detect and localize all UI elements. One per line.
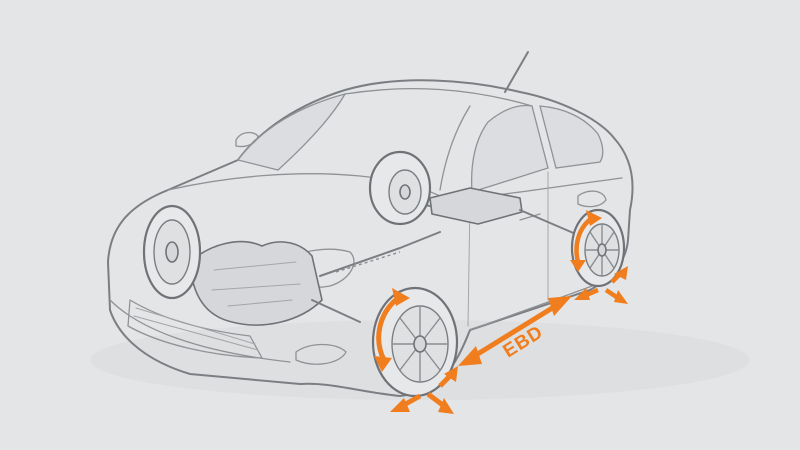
shaft-boot [335, 251, 401, 273]
rocker-line [469, 285, 593, 331]
wheel-rear-right [570, 208, 626, 288]
ebd-distribution-arrow [458, 296, 572, 366]
fog-light [295, 343, 347, 365]
door-handle [519, 213, 541, 221]
engine-block [189, 240, 323, 326]
bumper-line [109, 299, 291, 363]
rear-subframe [429, 187, 523, 225]
a-pillar [439, 105, 471, 191]
wheel-front-left [142, 204, 202, 300]
engine-detail [211, 261, 301, 307]
antenna [504, 51, 529, 93]
side-mirror [235, 131, 259, 148]
side-window-front [470, 104, 549, 193]
rear-mirror [577, 190, 607, 208]
grille-bars [133, 307, 259, 351]
side-window-rear [539, 105, 604, 169]
force-arrows-rear [574, 266, 628, 304]
rotation-arrow-front [374, 288, 410, 372]
center-shaft [319, 231, 441, 277]
wheel-front-right [371, 286, 459, 398]
windshield [236, 92, 347, 171]
wheel-rear-left [368, 150, 432, 226]
front-right-driveshaft [311, 299, 361, 323]
roof-line [344, 87, 533, 107]
rotation-arrow-rear [570, 210, 602, 272]
force-arrows-front [390, 366, 458, 414]
